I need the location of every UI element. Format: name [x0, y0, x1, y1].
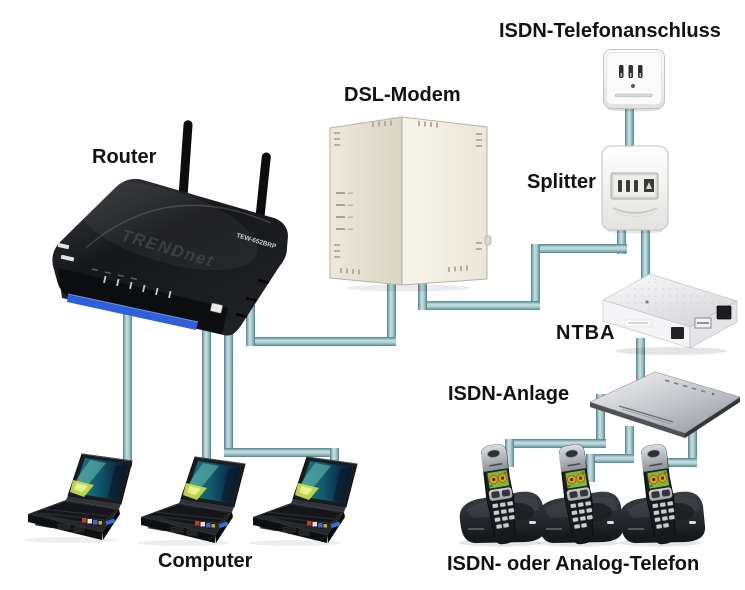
cable-segment [123, 312, 132, 467]
cable-segment [246, 305, 255, 346]
label-splitter: Splitter [527, 171, 596, 193]
cable-segment [641, 222, 650, 280]
cable-layer [123, 104, 697, 482]
cable-segment [418, 283, 427, 310]
modem-side-button [484, 235, 492, 246]
cable-segment [625, 104, 634, 150]
modem-led-labels [336, 192, 353, 230]
cable-segment [636, 338, 645, 395]
computer-2 [136, 456, 246, 547]
splitter-device [601, 145, 669, 234]
cable-segment [387, 283, 396, 346]
label-isdn-anlage: ISDN-Anlage [448, 383, 569, 405]
telefon-1 [458, 442, 546, 548]
cable-segment [531, 244, 627, 253]
socket-slots [619, 65, 643, 78]
label-isdn-telefonanschluss: ISDN-Telefonanschluss [499, 20, 721, 42]
dsl-modem-device [329, 116, 492, 292]
label-router: Router [92, 146, 157, 168]
router-blue-strip [67, 294, 198, 330]
wall-socket-device [603, 49, 665, 112]
label-dsl-modem: DSL-Modem [344, 84, 461, 106]
cable-segment [596, 394, 605, 448]
ntba-device [602, 273, 738, 355]
isdn-anlage-device [589, 371, 741, 438]
cable-segment [688, 418, 697, 467]
computer-3 [248, 456, 358, 547]
cable-segment [418, 301, 540, 310]
modem-vents [334, 120, 482, 275]
cable-segment [330, 448, 339, 472]
label-ntba: NTBA [556, 322, 616, 344]
label-computer: Computer [158, 550, 253, 572]
label-telefon: ISDN- oder Analog-Telefon [447, 553, 699, 575]
cable-segment [625, 426, 634, 463]
cable-segment [505, 439, 514, 467]
cable-segment [224, 318, 233, 457]
cable-segment [586, 454, 634, 463]
cable-segment [505, 439, 606, 448]
router-device: TRENDnet TEW-652BRP [52, 120, 288, 336]
cable-segment [617, 222, 626, 254]
cable-segment [246, 337, 396, 346]
splitter-slots [618, 180, 638, 192]
computer-1 [23, 453, 133, 544]
cable-segment [652, 458, 697, 467]
cable-segment [531, 244, 540, 310]
cable-segment [202, 318, 211, 470]
cable-segment [224, 448, 339, 457]
cable-segment [586, 454, 595, 482]
